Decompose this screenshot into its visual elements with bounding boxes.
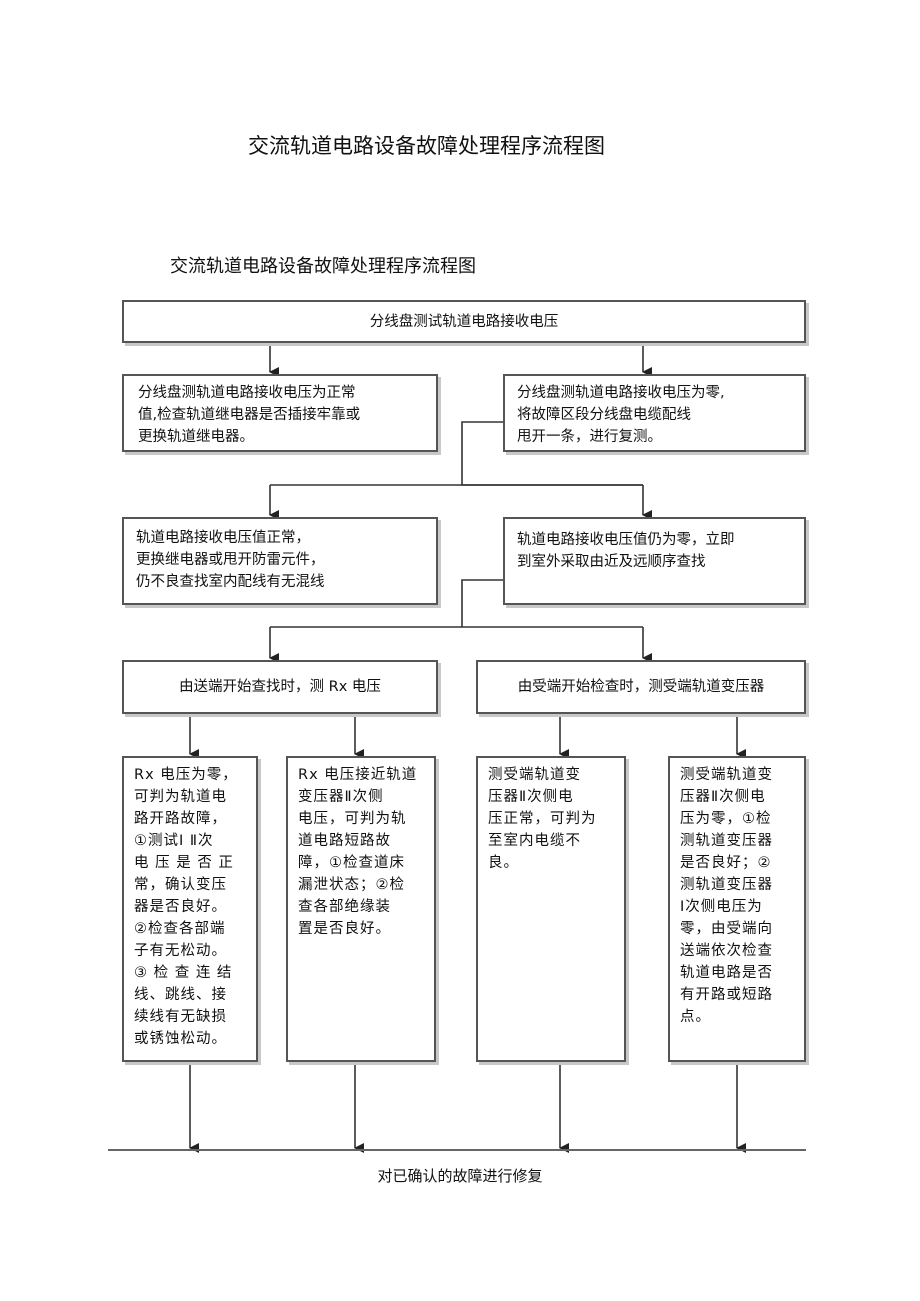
branch-line-l2 xyxy=(461,579,503,627)
node-l3-left: 由送端开始查找时，测 Rx 电压 xyxy=(122,660,438,714)
node-top-text: 分线盘测试轨道电路接收电压 xyxy=(369,313,559,330)
node-l4-2-text: Rx 电压接近轨道 变压器Ⅱ次侧 电压，可判为轨 道电路短路故 障，①检查道床 … xyxy=(298,767,418,937)
node-top: 分线盘测试轨道电路接收电压 xyxy=(122,300,806,343)
node-l1-right-text: 分线盘测轨道电路接收电压为零, 将故障区段分线盘电缆配线 甩开一条，进行复测。 xyxy=(517,385,725,445)
page-title: 交流轨道电路设备故障处理程序流程图 xyxy=(248,134,605,158)
node-l4-1-text: Rx 电压为零， 可判为轨道电 路开路故障， ①测试Ⅰ Ⅱ次 电 压 是 否 正… xyxy=(134,767,238,1047)
node-l3-left-text: 由送端开始查找时，测 Rx 电压 xyxy=(179,679,381,695)
node-l4-3: 测受端轨道变 压器Ⅱ次侧电 压正常，可判为 至室内电缆不 良。 xyxy=(476,756,626,1062)
final-step-text: 对已确认的故障进行修复 xyxy=(377,1167,543,1185)
node-l1-left-text: 分线盘测轨道电路接收电压为正常 值,检查轨道继电器是否插接牢靠或 更换轨道继电器… xyxy=(138,385,361,445)
node-l2-left: 轨道电路接收电压值正常， 更换继电器或甩开防雷元件， 仍不良查找室内配线有无混线 xyxy=(122,517,438,605)
node-l1-right: 分线盘测轨道电路接收电压为零, 将故障区段分线盘电缆配线 甩开一条，进行复测。 xyxy=(503,374,806,452)
node-l4-4: 测受端轨道变 压器Ⅱ次侧电 压为零，①检 测轨道变压器 是否良好；② 测轨道变压… xyxy=(668,756,806,1062)
node-l4-1: Rx 电压为零， 可判为轨道电 路开路故障， ①测试Ⅰ Ⅱ次 电 压 是 否 正… xyxy=(122,756,258,1062)
node-l4-2: Rx 电压接近轨道 变压器Ⅱ次侧 电压，可判为轨 道电路短路故 障，①检查道床 … xyxy=(286,756,436,1062)
node-l2-right: 轨道电路接收电压值仍为零，立即 到室外采取由近及远顺序查找 xyxy=(503,517,806,605)
diagram-title: 交流轨道电路设备故障处理程序流程图 xyxy=(170,256,476,277)
node-l3-right-text: 由受端开始检查时，测受端轨道变压器 xyxy=(517,679,765,695)
node-l3-right: 由受端开始检查时，测受端轨道变压器 xyxy=(476,660,806,714)
node-l2-right-text: 轨道电路接收电压值仍为零，立即 到室外采取由近及远顺序查找 xyxy=(517,532,735,570)
node-l4-4-text: 测受端轨道变 压器Ⅱ次侧电 压为零，①检 测轨道变压器 是否良好；② 测轨道变压… xyxy=(680,767,773,1025)
node-l4-3-text: 测受端轨道变 压器Ⅱ次侧电 压正常，可判为 至室内电缆不 良。 xyxy=(488,767,597,871)
node-l2-left-text: 轨道电路接收电压值正常， 更换继电器或甩开防雷元件， 仍不良查找室内配线有无混线 xyxy=(136,530,325,590)
node-l1-left: 分线盘测轨道电路接收电压为正常 值,检查轨道继电器是否插接牢靠或 更换轨道继电器… xyxy=(122,374,438,452)
